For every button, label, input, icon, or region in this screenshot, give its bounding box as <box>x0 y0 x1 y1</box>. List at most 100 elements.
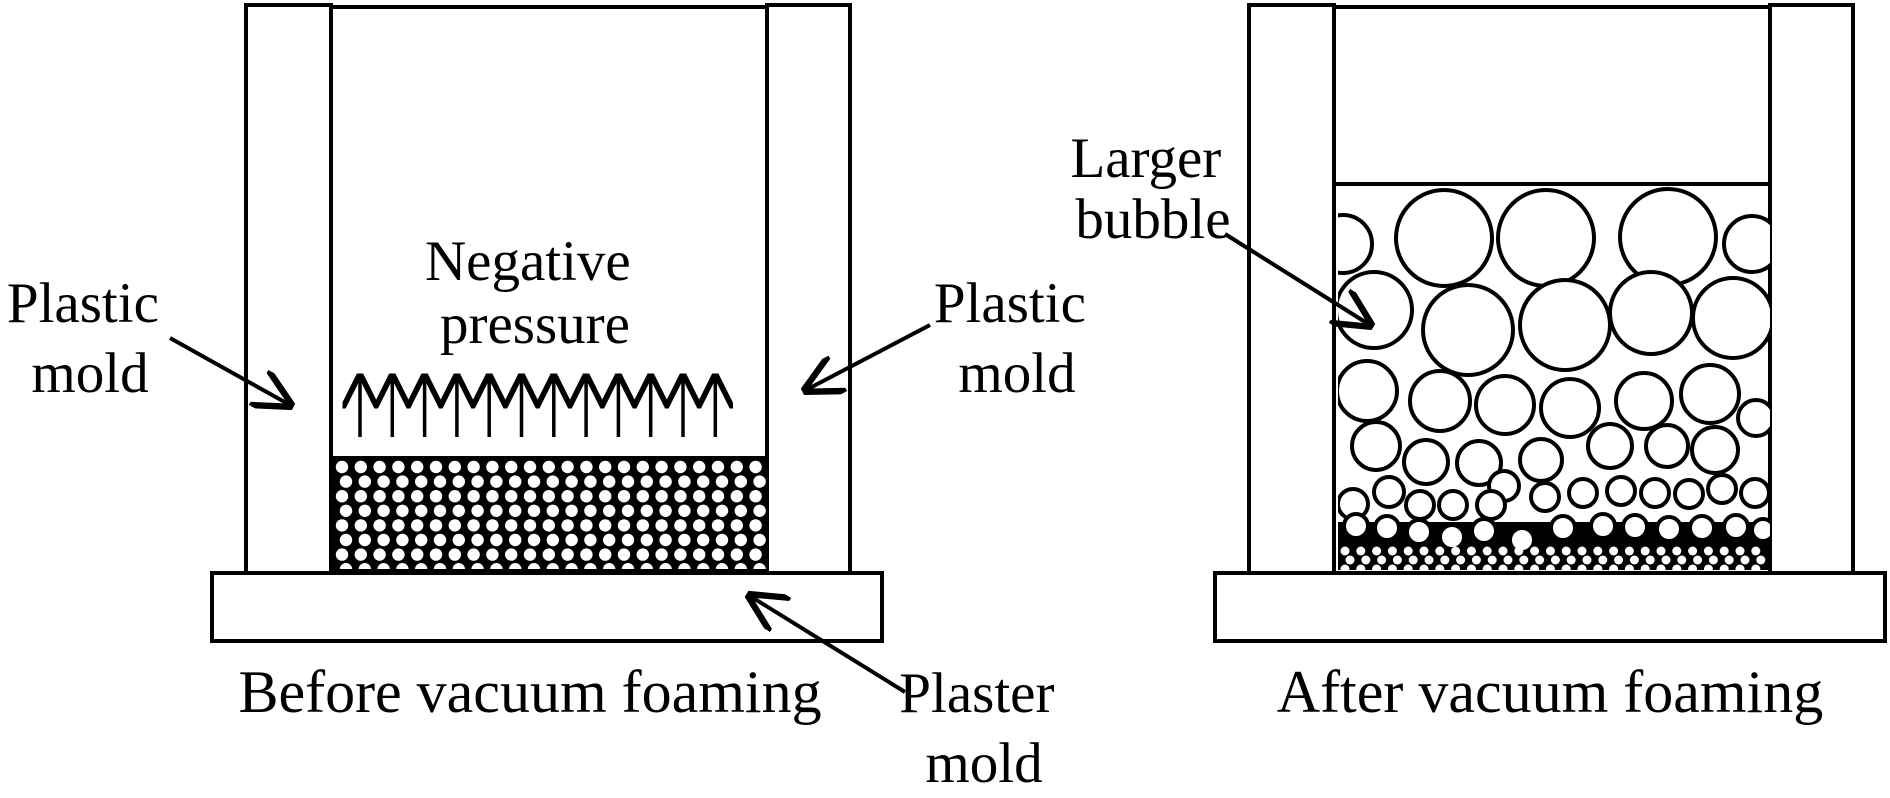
small-bubble <box>415 533 428 547</box>
small-bubble <box>678 475 691 488</box>
foam-bubble <box>1404 489 1436 521</box>
small-bubble <box>674 548 687 561</box>
small-bubble <box>523 490 537 503</box>
tiny-foam-bubble <box>1535 555 1545 565</box>
small-bubble <box>433 533 447 547</box>
tiny-foam-bubble <box>1624 564 1634 570</box>
small-bubble <box>734 533 747 547</box>
tiny-foam-bubble <box>1688 546 1698 556</box>
small-bubble <box>697 504 710 517</box>
small-bubble <box>490 475 503 488</box>
small-bubble <box>734 504 747 517</box>
small-bubble <box>546 475 559 488</box>
small-bubble <box>599 548 612 561</box>
foam-bubble <box>1342 512 1370 540</box>
tiny-foam-bubble <box>1735 564 1745 570</box>
tiny-foam-bubble <box>1419 564 1429 570</box>
tiny-foam-bubble <box>1609 546 1619 556</box>
tiny-foam-bubble <box>1456 555 1466 565</box>
small-bubble <box>542 490 555 503</box>
tiny-foam-bubble <box>1656 564 1666 570</box>
small-bubble <box>580 548 593 561</box>
tiny-foam-bubble <box>1593 546 1603 556</box>
small-bubble <box>580 519 593 532</box>
foam-bubble <box>1338 213 1374 275</box>
tiny-foam-bubble <box>1624 546 1634 556</box>
small-bubble <box>373 548 386 561</box>
foam-bubble <box>1405 518 1433 546</box>
small-bubble <box>621 475 635 488</box>
plastic-mold-left-arrow <box>169 336 290 405</box>
small-bubble <box>392 519 405 532</box>
small-bubble <box>377 563 390 569</box>
small-bubble <box>505 490 518 503</box>
small-bubble <box>584 475 597 488</box>
tiny-foam-bubble <box>1550 555 1560 565</box>
small-bubble <box>339 563 353 569</box>
small-bubble <box>749 548 762 561</box>
small-bubble <box>509 563 522 569</box>
small-bubble <box>565 504 578 517</box>
negative-pressure-line2: pressure <box>440 293 630 356</box>
foam-bubble <box>1589 512 1617 540</box>
small-bubble <box>505 460 518 474</box>
tiny-foam-bubble <box>1640 546 1650 556</box>
small-bubble <box>636 519 649 532</box>
foam-bubble <box>1722 513 1750 541</box>
foam-bubble <box>1690 425 1740 475</box>
tiny-foam-bubble <box>1598 555 1608 565</box>
foam-bubble <box>1605 475 1637 507</box>
negative-pressure-label: Negative pressure <box>425 230 645 356</box>
small-bubble <box>659 533 672 547</box>
small-bubble <box>411 460 424 474</box>
plaster-mold-label: Plaster mold <box>899 662 1068 793</box>
small-bubble <box>617 460 631 474</box>
small-bubble <box>354 548 367 561</box>
small-bubble <box>415 504 428 517</box>
small-bubble <box>640 533 653 547</box>
small-bubble <box>636 460 649 474</box>
plaster-mold-line1: Plaster <box>899 662 1054 725</box>
small-bubble <box>354 460 367 474</box>
foam-bubble <box>1586 422 1634 470</box>
small-bubble <box>335 548 349 561</box>
small-bubble <box>527 475 541 488</box>
small-bubble <box>678 504 691 517</box>
small-bubble <box>486 548 499 561</box>
small-bubble <box>603 504 616 517</box>
foam-bubble <box>1722 214 1770 274</box>
foam-bubble <box>1673 478 1705 510</box>
tiny-foam-bubble <box>1577 546 1587 556</box>
foam-bubble <box>1518 437 1564 483</box>
small-bubble <box>377 475 390 488</box>
small-bubble <box>467 460 480 474</box>
tiny-foam-bubble <box>1530 564 1540 570</box>
small-bubble <box>429 460 443 474</box>
foam-bubble <box>1614 371 1674 431</box>
small-bubble <box>415 563 428 569</box>
tiny-foam-bubble <box>1751 564 1761 570</box>
plastic-mold-right-arrow <box>806 323 931 390</box>
small-bubble <box>603 533 616 547</box>
small-bubble <box>693 460 706 474</box>
tiny-foam-bubble <box>1629 555 1639 565</box>
small-bubble <box>429 519 443 532</box>
tiny-foam-bubble <box>1645 555 1655 565</box>
small-bubble <box>715 563 729 569</box>
left-plastic-mold-wall-after <box>1247 3 1336 575</box>
small-bubble <box>523 460 537 474</box>
tiny-foam-bubble <box>1672 564 1682 570</box>
small-bubble <box>655 519 668 532</box>
foam-bubble <box>1338 359 1399 423</box>
small-bubble <box>753 475 766 488</box>
small-bubble <box>693 548 706 561</box>
tiny-foam-bubble <box>1672 546 1682 556</box>
tiny-foam-bubble <box>1740 555 1750 565</box>
small-bubble <box>396 504 409 517</box>
negative-pressure-line1: Negative <box>425 230 631 293</box>
tiny-foam-bubble <box>1719 564 1729 570</box>
small-bubble <box>734 563 747 569</box>
tiny-foam-bubble <box>1582 555 1592 565</box>
tiny-foam-bubble <box>1519 555 1529 565</box>
